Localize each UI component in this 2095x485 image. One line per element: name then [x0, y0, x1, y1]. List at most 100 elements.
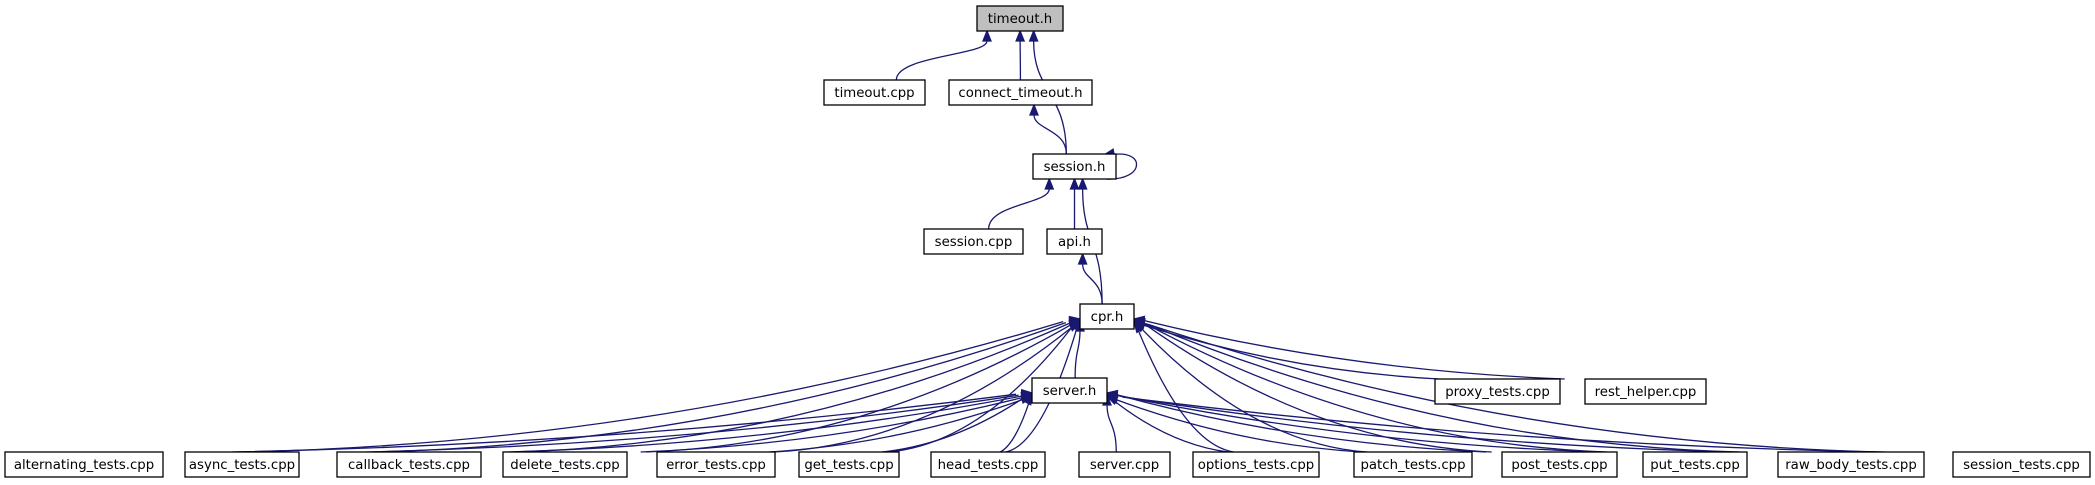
arrowhead-icon — [1132, 315, 1146, 326]
edge-line — [231, 393, 1017, 453]
edge-line — [1106, 404, 1117, 453]
node-box[interactable] — [1079, 303, 1135, 330]
edge-line — [1033, 114, 1068, 155]
edge-line — [887, 321, 1077, 453]
node-box[interactable] — [930, 451, 1046, 478]
edge-options_tests_cpp-to-cpr_h — [1132, 320, 1234, 453]
node-proxy-tests-cpp[interactable]: proxy_tests.cpp — [1434, 378, 1561, 405]
edge-line — [237, 321, 1064, 453]
node-label: server.cpp — [1090, 458, 1159, 473]
node-box[interactable] — [4, 451, 164, 478]
node-box[interactable] — [184, 451, 300, 478]
node-server-h[interactable]: server.h — [1031, 377, 1108, 404]
node-timeout-cpp[interactable]: timeout.cpp — [823, 79, 926, 106]
node-box[interactable] — [656, 451, 776, 478]
edge-line — [1143, 322, 1607, 453]
node-box[interactable] — [1078, 451, 1171, 478]
node-cpr-h[interactable]: cpr.h — [1079, 303, 1135, 330]
node-error-tests-cpp[interactable]: error_tests.cpp — [656, 451, 776, 478]
node-label: timeout.cpp — [834, 86, 914, 101]
node-label: cpr.h — [1091, 310, 1124, 325]
edge-cpr_h-to-api_h — [1077, 252, 1103, 305]
edge-line — [508, 395, 1022, 453]
node-alternating-tests-cpp[interactable]: alternating_tests.cpp — [4, 451, 164, 478]
node-box[interactable] — [823, 79, 926, 106]
edge-line — [366, 394, 1019, 453]
edge-line — [1135, 324, 1234, 453]
nodes-layer: timeout.h timeout.cpp connect_timeout.hses… — [4, 5, 2091, 478]
node-get-tests-cpp[interactable]: get_tests.cpp — [798, 451, 900, 478]
node-box[interactable] — [923, 228, 1024, 255]
node-box[interactable] — [1642, 451, 1748, 478]
node-label: session.cpp — [935, 235, 1013, 250]
node-session-tests-cpp[interactable]: session_tests.cpp — [1952, 451, 2091, 478]
edge-options_tests_cpp-to-server_h — [1105, 395, 1229, 453]
node-box[interactable] — [1777, 451, 1925, 478]
node-label: alternating_tests.cpp — [14, 458, 154, 473]
node-put-tests-cpp[interactable]: put_tests.cpp — [1642, 451, 1748, 478]
node-box[interactable] — [1032, 153, 1117, 180]
node-box[interactable] — [1192, 451, 1320, 478]
node-label: callback_tests.cpp — [348, 458, 470, 473]
node-box[interactable] — [798, 451, 900, 478]
arrowhead-icon — [1015, 29, 1026, 42]
node-box[interactable] — [1046, 228, 1103, 255]
node-post-tests-cpp[interactable]: post_tests.cpp — [1501, 451, 1618, 478]
edge-line — [882, 393, 1030, 453]
edge-session_h-to-connect_timeout_h — [1029, 103, 1068, 155]
node-box[interactable] — [1584, 378, 1707, 405]
edge-line — [1114, 393, 1487, 453]
node-head-tests-cpp[interactable]: head_tests.cpp — [930, 451, 1046, 478]
node-box[interactable] — [948, 79, 1093, 106]
node-box[interactable] — [1501, 451, 1618, 478]
node-box[interactable] — [976, 5, 1064, 32]
edge-line — [768, 397, 1027, 453]
node-callback-tests-cpp[interactable]: callback_tests.cpp — [336, 451, 482, 478]
edge-session_cpp-to-session_h — [988, 177, 1055, 230]
node-box[interactable] — [1353, 451, 1473, 478]
edge-connect_timeout_h-to-timeout_h — [1015, 29, 1026, 81]
node-connect-timeout-h[interactable]: connect_timeout.h — [948, 79, 1093, 106]
edge-line — [1122, 396, 1879, 453]
node-session-h[interactable]: session.h — [1032, 153, 1117, 180]
node-api-h[interactable]: api.h — [1046, 228, 1103, 255]
edge-line — [1109, 396, 1229, 453]
node-session-cpp[interactable]: session.cpp — [923, 228, 1024, 255]
node-server-cpp[interactable]: server.cpp — [1078, 451, 1171, 478]
arrowhead-icon — [982, 29, 992, 42]
node-box[interactable] — [1434, 378, 1561, 405]
node-options-tests-cpp[interactable]: options_tests.cpp — [1192, 451, 1320, 478]
node-label: post_tests.cpp — [1511, 458, 1607, 473]
node-box[interactable] — [1031, 377, 1108, 404]
node-delete-tests-cpp[interactable]: delete_tests.cpp — [502, 451, 628, 478]
node-label: get_tests.cpp — [804, 458, 893, 473]
edge-line — [774, 325, 1075, 453]
node-label: error_tests.cpp — [666, 458, 766, 473]
node-async-tests-cpp[interactable]: async_tests.cpp — [184, 451, 300, 478]
node-label: raw_body_tests.cpp — [1785, 458, 1917, 473]
edge-line — [1005, 322, 1080, 453]
edge-line — [1119, 395, 1734, 453]
edge-callback_tests_cpp-to-cpr_h — [513, 318, 1082, 453]
edge-line — [640, 396, 1025, 453]
node-label: server.h — [1043, 384, 1097, 399]
node-raw-body-tests-cpp[interactable]: raw_body_tests.cpp — [1777, 451, 1925, 478]
edge-line — [1142, 319, 1565, 380]
edges-layer — [231, 29, 1885, 453]
edge-async_tests_cpp-to-server_h — [366, 389, 1034, 453]
edge-line — [1105, 153, 1138, 180]
node-box[interactable] — [1952, 451, 2091, 478]
edge-line — [1138, 325, 1368, 453]
node-box[interactable] — [502, 451, 628, 478]
edge-line — [371, 322, 1067, 453]
edge-session_tests_cpp-to-server_h — [1105, 391, 1879, 453]
arrowhead-icon — [1044, 177, 1055, 190]
edge-line — [513, 323, 1069, 453]
node-patch-tests-cpp[interactable]: patch_tests.cpp — [1353, 451, 1473, 478]
edge-line — [1081, 263, 1103, 305]
node-timeout-h[interactable]: timeout.h — [976, 5, 1064, 32]
node-box[interactable] — [336, 451, 482, 478]
node-label: connect_timeout.h — [958, 86, 1082, 101]
node-rest-helper-cpp[interactable]: rest_helper.cpp — [1584, 378, 1707, 405]
